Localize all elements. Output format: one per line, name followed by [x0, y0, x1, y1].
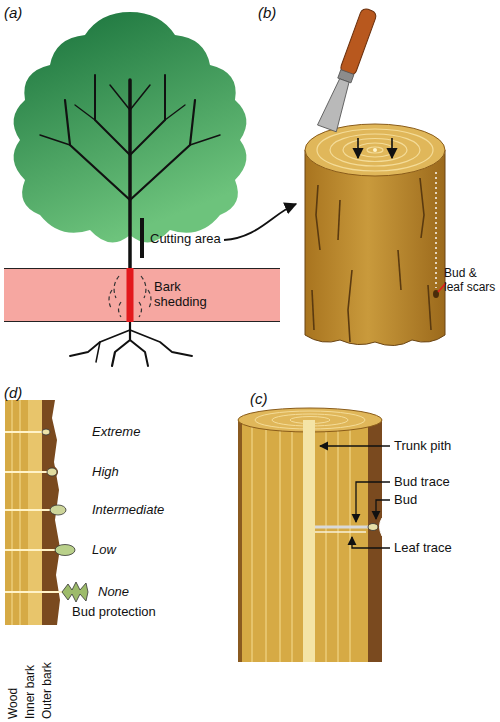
- zone-label: Outer bark: [40, 662, 54, 719]
- shedding-trunk-segment: [127, 268, 134, 322]
- leaf-trace: [315, 531, 366, 533]
- part-label: Bud: [394, 492, 417, 508]
- bark-crack: [316, 185, 320, 250]
- panel-letter: (a): [4, 4, 22, 21]
- axis-label: Bud protection: [72, 604, 156, 620]
- stump-side: [305, 150, 445, 346]
- part-label: Cutting area: [150, 231, 221, 247]
- part-label: Bud trace: [394, 474, 450, 490]
- root: [96, 342, 100, 362]
- bud-trace: [5, 549, 55, 551]
- branch: [165, 105, 185, 120]
- leader-arrow: [356, 482, 390, 522]
- root: [112, 322, 130, 366]
- bark-edge: [238, 420, 242, 662]
- branch: [130, 100, 195, 200]
- zone-label: Inner bark: [23, 665, 37, 719]
- growth-ring: [330, 134, 420, 166]
- stump-top: [305, 124, 445, 176]
- growth-ring: [343, 139, 407, 162]
- pointer-arrow: [224, 204, 296, 240]
- protection-level: None: [98, 584, 129, 600]
- protection-level: Intermediate: [92, 502, 164, 518]
- panel-letter: (d): [4, 384, 22, 401]
- bud-low: [55, 545, 75, 556]
- branch: [110, 85, 130, 110]
- growth-lines: [252, 420, 350, 662]
- growth-ring: [356, 143, 394, 157]
- bark-crack: [428, 285, 431, 330]
- bud: [368, 524, 378, 531]
- bark-cracks: [312, 178, 431, 342]
- growth-ring: [317, 129, 433, 171]
- leader-arrow: [352, 537, 390, 548]
- zone-label: Wood: [6, 688, 20, 719]
- chisel: [318, 7, 380, 132]
- branch: [40, 135, 70, 145]
- protection-level: Low: [92, 542, 116, 558]
- leader-arrow: [376, 500, 390, 519]
- panel-letter: (c): [250, 390, 268, 407]
- bark-shedding-band: Bark shedding: [4, 268, 280, 322]
- trunk-pith: [303, 420, 315, 662]
- trunk-section: [238, 420, 382, 662]
- protection-level: High: [92, 464, 119, 480]
- branch: [190, 135, 220, 145]
- force-arrow: [391, 138, 393, 158]
- branch: [130, 75, 165, 155]
- bud-trace: [5, 509, 51, 511]
- dotted-trace-line: [435, 172, 436, 288]
- protection-level: Extreme: [92, 424, 140, 440]
- leader-arrows: [320, 446, 390, 548]
- branch: [130, 85, 150, 110]
- node-text: Bark shedding: [154, 279, 216, 309]
- bud-high: [47, 468, 57, 476]
- bark-crack: [398, 250, 401, 290]
- part-label: Leaf trace: [394, 540, 452, 556]
- bud-intermediate: [50, 505, 66, 515]
- force-arrow: [357, 138, 359, 158]
- part-label: Bud & leaf scars: [444, 266, 499, 294]
- growth-ring: [367, 147, 383, 153]
- branch: [95, 75, 130, 155]
- root: [130, 340, 148, 366]
- bark-notch: [380, 518, 383, 536]
- bark-edge: [368, 420, 382, 662]
- pith-dot: [373, 148, 377, 152]
- bud-none: [62, 582, 88, 602]
- bark-crack: [420, 178, 424, 238]
- root: [130, 330, 192, 356]
- tree-branches: [40, 75, 220, 366]
- bark-crack: [312, 290, 314, 330]
- bud-trace: [5, 471, 48, 473]
- bud-extreme: [42, 429, 50, 435]
- chisel-blade: [318, 77, 354, 132]
- chisel-handle: [339, 7, 377, 76]
- branch: [75, 105, 95, 120]
- cutting-area-bar: [140, 218, 144, 258]
- bud-trace: [5, 591, 62, 593]
- leader-arrow: [320, 445, 390, 446]
- bud-trace: [315, 526, 368, 529]
- bark-crack: [338, 200, 340, 240]
- part-label: Trunk pith: [394, 438, 451, 454]
- branch: [65, 100, 130, 200]
- bark-crack: [348, 270, 352, 342]
- growth-rings: [317, 129, 433, 171]
- panel-letter: (b): [258, 4, 276, 21]
- bud-trace: [5, 431, 43, 433]
